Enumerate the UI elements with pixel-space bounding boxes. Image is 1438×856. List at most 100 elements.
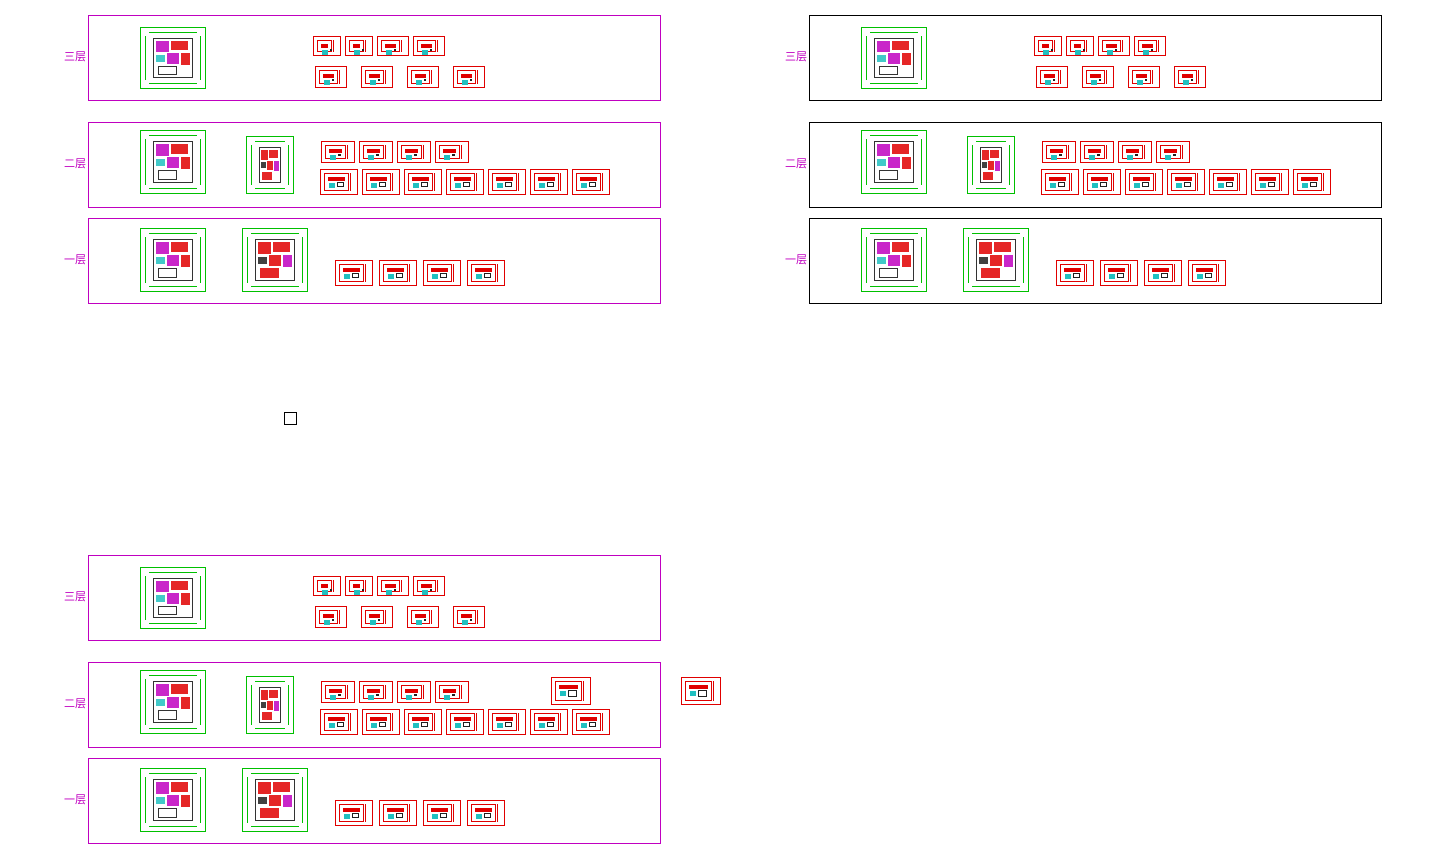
floor-plan-drawing[interactable] (140, 670, 206, 734)
sheet-thumbnail[interactable] (1174, 66, 1206, 88)
sheet-thumbnail[interactable] (361, 66, 393, 88)
sheet-thumbnail[interactable] (446, 709, 484, 735)
sheet-thumbnail[interactable] (315, 66, 347, 88)
sheet-thumbnail[interactable] (413, 36, 445, 56)
sheet-thumbnail[interactable] (359, 141, 393, 163)
sheet-thumbnail[interactable] (435, 681, 469, 703)
sheet-thumbnail[interactable] (335, 260, 373, 286)
sheet-thumbnail[interactable] (1209, 169, 1247, 195)
sheet-thumbnail[interactable] (407, 66, 439, 88)
sheet-drawing (1122, 145, 1143, 160)
sheet-thumbnail[interactable] (1188, 260, 1226, 286)
sheet-thumbnail[interactable] (413, 576, 445, 596)
title-block-strip (1060, 70, 1064, 84)
sheet-thumbnail[interactable] (1128, 66, 1160, 88)
sheet-thumbnail[interactable] (1041, 169, 1079, 195)
sheet-thumbnail[interactable] (1080, 141, 1114, 163)
sheet-thumbnail[interactable] (1134, 36, 1166, 56)
room-block (155, 54, 166, 62)
plan-walls (153, 239, 193, 281)
sheet-thumbnail[interactable] (377, 576, 409, 596)
sheet-drawing (1086, 70, 1105, 85)
sheet-thumbnail[interactable] (572, 169, 610, 195)
sheet-thumbnail[interactable] (313, 576, 341, 596)
sheet-thumbnail[interactable] (467, 260, 505, 286)
floor-plan-drawing[interactable] (963, 228, 1029, 292)
sheet-thumbnail[interactable] (1083, 169, 1121, 195)
floor-plan-drawing[interactable] (140, 130, 206, 194)
sheet-thumbnail[interactable] (320, 709, 358, 735)
sheet-thumbnail[interactable] (1098, 36, 1130, 56)
floor-plan-drawing[interactable] (861, 27, 927, 89)
floor-plan-drawing[interactable] (242, 228, 308, 292)
sheet-thumbnail[interactable] (572, 709, 610, 735)
sheet-thumbnail[interactable] (362, 709, 400, 735)
sheet-thumbnail[interactable] (1144, 260, 1182, 286)
sheet-thumbnail[interactable] (551, 677, 591, 705)
sheet-detail (496, 717, 513, 721)
sheet-thumbnail[interactable] (404, 169, 442, 195)
floor-plan-drawing[interactable] (246, 136, 294, 194)
title-block-strip (1113, 173, 1117, 191)
sheet-thumbnail[interactable] (1082, 66, 1114, 88)
sheet-thumbnail[interactable] (313, 36, 341, 56)
sheet-thumbnail[interactable] (407, 606, 439, 628)
insertion-point-marker[interactable] (284, 412, 297, 425)
sheet-thumbnail[interactable] (379, 800, 417, 826)
floor-plan-drawing[interactable] (140, 768, 206, 832)
floor-plan-drawing[interactable] (861, 228, 927, 292)
sheet-thumbnail[interactable] (321, 141, 355, 163)
room-block (982, 162, 987, 169)
sheet-thumbnail[interactable] (335, 800, 373, 826)
sheet-thumbnail[interactable] (397, 681, 431, 703)
sheet-thumbnail[interactable] (321, 681, 355, 703)
floor-plan-drawing[interactable] (140, 228, 206, 292)
sheet-thumbnail[interactable] (423, 260, 461, 286)
sheet-thumbnail[interactable] (1251, 169, 1289, 195)
sheet-thumbnail[interactable] (1167, 169, 1205, 195)
sheet-thumbnail[interactable] (404, 709, 442, 735)
sheet-thumbnail[interactable] (446, 169, 484, 195)
sheet-thumbnail[interactable] (530, 169, 568, 195)
title-block-strip (1130, 264, 1134, 282)
sheet-thumbnail[interactable] (530, 709, 568, 735)
floor-plan-drawing[interactable] (242, 768, 308, 832)
sheet-thumbnail[interactable] (1118, 141, 1152, 163)
sheet-thumbnail[interactable] (1125, 169, 1163, 195)
sheet-thumbnail[interactable] (361, 606, 393, 628)
sheet-thumbnail[interactable] (488, 709, 526, 735)
sheet-thumbnail[interactable] (423, 800, 461, 826)
sheet-thumbnail[interactable] (453, 66, 485, 88)
sheet-thumbnail[interactable] (1293, 169, 1331, 195)
sheet-detail (454, 717, 471, 721)
sheet-thumbnail[interactable] (1066, 36, 1094, 56)
floor-plan-drawing[interactable] (967, 136, 1015, 194)
sheet-thumbnail[interactable] (315, 606, 347, 628)
sheet-thumbnail[interactable] (1036, 66, 1068, 88)
sheet-thumbnail[interactable] (1042, 141, 1076, 163)
room-block (901, 157, 912, 170)
sheet-thumbnail[interactable] (467, 800, 505, 826)
sheet-thumbnail[interactable] (1156, 141, 1190, 163)
sheet-thumbnail[interactable] (362, 169, 400, 195)
title-block-strip (560, 713, 564, 731)
floor-plan-drawing[interactable] (246, 676, 294, 734)
sheet-thumbnail[interactable] (681, 677, 721, 705)
sheet-thumbnail[interactable] (320, 169, 358, 195)
floor-plan-drawing[interactable] (140, 567, 206, 629)
sheet-thumbnail[interactable] (1034, 36, 1062, 56)
sheet-thumbnail[interactable] (377, 36, 409, 56)
sheet-thumbnail[interactable] (379, 260, 417, 286)
sheet-thumbnail[interactable] (453, 606, 485, 628)
sheet-thumbnail[interactable] (488, 169, 526, 195)
sheet-thumbnail[interactable] (435, 141, 469, 163)
sheet-thumbnail[interactable] (345, 36, 373, 56)
sheet-thumbnail[interactable] (1056, 260, 1094, 286)
floor-plan-drawing[interactable] (861, 130, 927, 194)
room-block (167, 593, 179, 605)
sheet-thumbnail[interactable] (345, 576, 373, 596)
sheet-thumbnail[interactable] (359, 681, 393, 703)
sheet-thumbnail[interactable] (1100, 260, 1138, 286)
sheet-thumbnail[interactable] (397, 141, 431, 163)
floor-plan-drawing[interactable] (140, 27, 206, 89)
